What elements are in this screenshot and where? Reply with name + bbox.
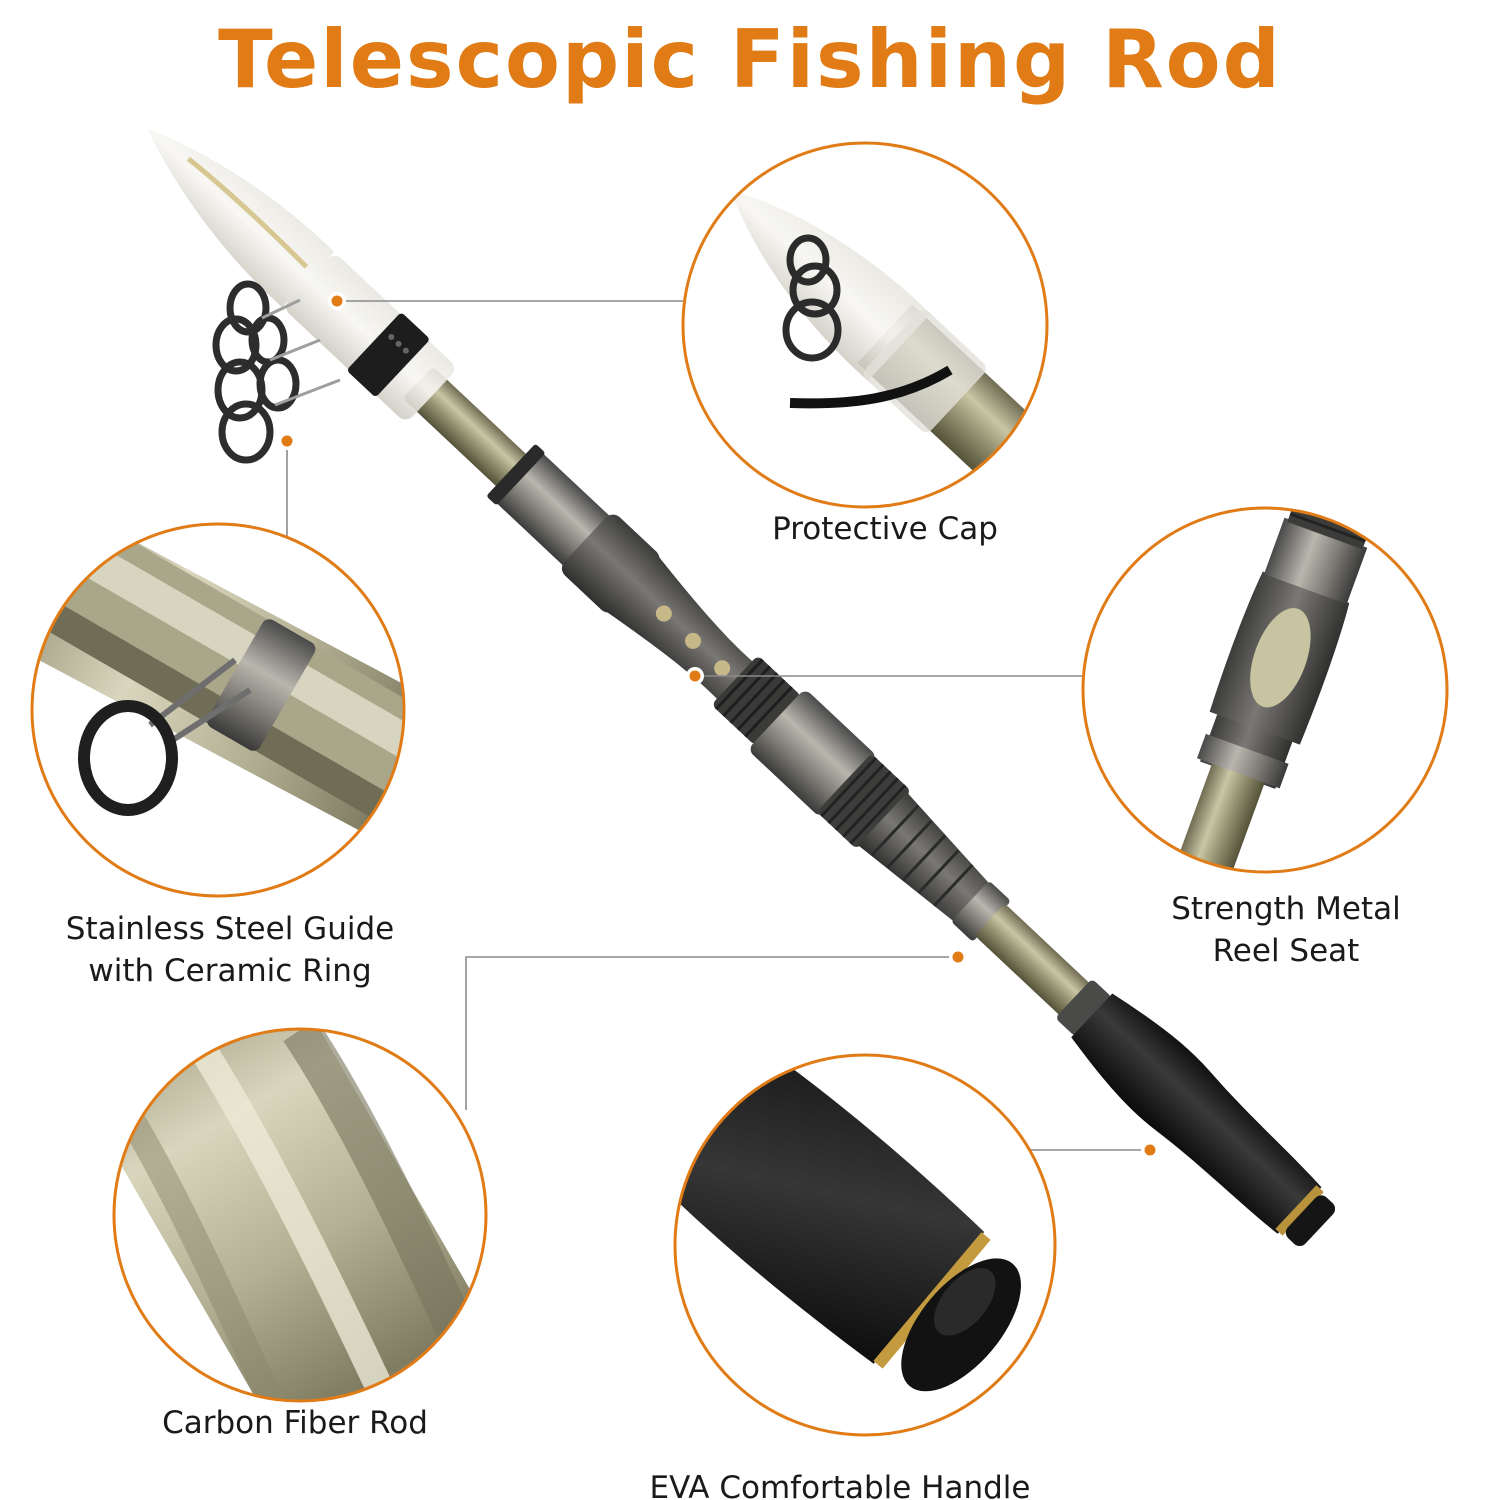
label-line: Reel Seat xyxy=(1212,933,1360,969)
label-line: Strength Metal xyxy=(1171,891,1401,927)
anchor-dots xyxy=(278,292,1159,1159)
label-eva-handle: EVA Comfortable Handle xyxy=(610,1467,1070,1500)
main-rod xyxy=(147,128,1336,1247)
protective-cap-closeup xyxy=(681,141,1049,509)
label-carbon-fiber-rod: Carbon Fiber Rod xyxy=(110,1402,480,1444)
label-line: Stainless Steel Guide xyxy=(65,911,395,947)
label-metal-reel-seat: Strength Metal Reel Seat xyxy=(1116,888,1456,972)
label-line: with Ceramic Ring xyxy=(88,953,372,989)
guide-closeup xyxy=(30,522,406,898)
label-line: Protective Cap xyxy=(772,511,998,547)
reel-seat-closeup xyxy=(1081,506,1449,874)
label-protective-cap: Protective Cap xyxy=(705,508,1065,550)
label-line: Carbon Fiber Rod xyxy=(162,1405,428,1441)
label-line: EVA Comfortable Handle xyxy=(649,1470,1031,1500)
label-stainless-steel-guide: Stainless Steel Guide with Ceramic Ring xyxy=(30,908,430,992)
page-title: Telescopic Fishing Rod xyxy=(218,13,1282,106)
eva-handle-closeup xyxy=(673,1053,1057,1437)
leader-lines xyxy=(286,300,1150,1151)
guide-rings xyxy=(212,280,300,464)
